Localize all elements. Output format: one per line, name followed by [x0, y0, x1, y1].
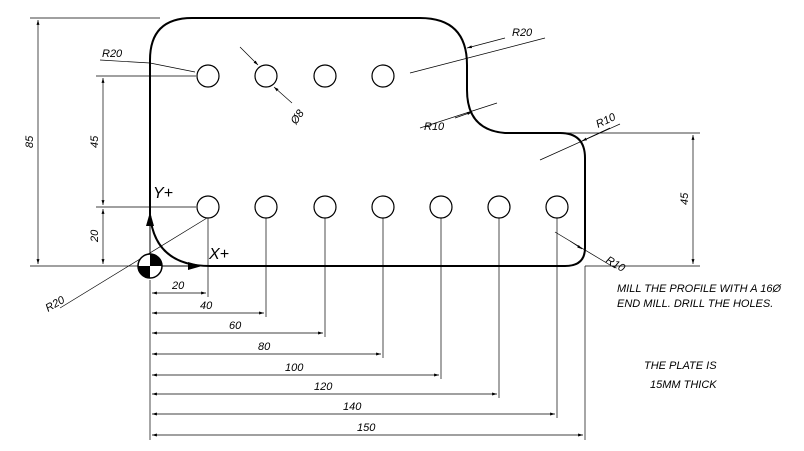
mill-note: MILL THE PROFILE WITH A 16Ø END MILL. DR… — [617, 283, 782, 310]
thickness-note-line2: 15MM THICK — [650, 379, 717, 391]
radius-label-step-inner: R10 — [424, 121, 445, 133]
dim-label-x150: 150 — [357, 422, 376, 434]
hole — [254, 195, 278, 219]
dim-label-x40: 40 — [200, 300, 213, 312]
axis-label-x: X+ — [208, 246, 229, 263]
radius-leaders — [59, 37, 621, 309]
part-profile — [149, 17, 586, 267]
dim-label-right-height: 45 — [679, 192, 691, 205]
dim-label-x80: 80 — [258, 341, 271, 353]
dim-label-bottom-row: 20 — [89, 229, 101, 243]
radius-label-top-right: R20 — [512, 27, 533, 39]
extension-lines — [30, 17, 700, 440]
dim-label-x120: 120 — [314, 381, 333, 393]
dim-label-x100: 100 — [285, 362, 304, 374]
radius-label-top-left: R20 — [102, 48, 123, 60]
hole — [196, 195, 220, 219]
hole — [371, 195, 395, 219]
origin-symbol — [137, 253, 163, 279]
hole — [487, 195, 511, 219]
dim-label-x20: 20 — [171, 280, 185, 292]
axis-label-y: Y+ — [153, 185, 173, 202]
dim-label-overall-height: 85 — [24, 135, 36, 148]
hole — [313, 195, 337, 219]
hole — [429, 195, 453, 219]
hole-row-bottom — [196, 195, 569, 219]
radius-label-bottom-left: R20 — [44, 294, 68, 315]
radius-label-bottom-right: R10 — [604, 254, 628, 275]
hole — [313, 64, 337, 88]
axis-arrows — [146, 212, 202, 270]
hole-diameter-label: Ø8 — [288, 107, 307, 127]
radius-label-step-outer: R10 — [594, 111, 618, 131]
dim-label-x140: 140 — [343, 401, 362, 413]
hole — [254, 64, 278, 88]
hole — [371, 64, 395, 88]
dim-label-x60: 60 — [229, 320, 242, 332]
dim-label-hole-spacing: 45 — [89, 135, 101, 148]
dimension-lines — [36, 20, 695, 437]
hole-row-top — [196, 64, 395, 88]
hole — [196, 64, 220, 88]
thickness-note-line1: THE PLATE IS — [644, 360, 717, 372]
hole — [545, 195, 569, 219]
